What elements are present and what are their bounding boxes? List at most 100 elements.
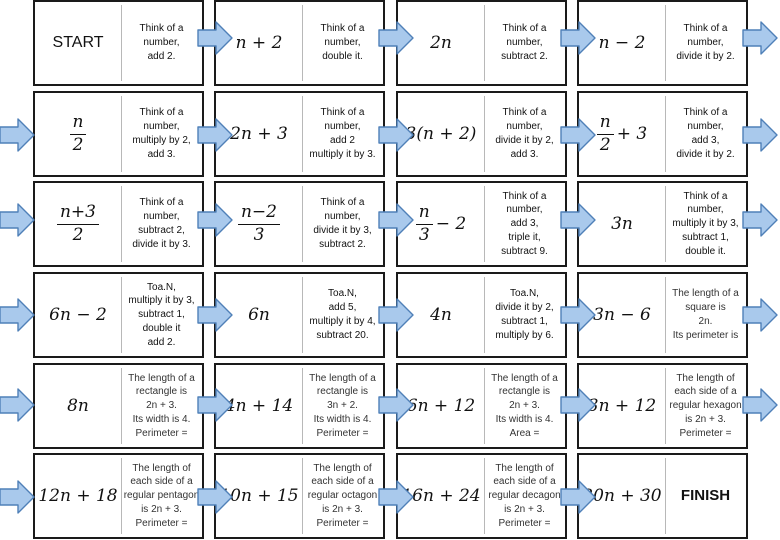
card-divider (484, 458, 485, 534)
card-divider (302, 277, 303, 353)
card-expression: 3n + 12 (579, 365, 665, 447)
card-divider (121, 96, 122, 172)
fraction-bar (596, 133, 614, 135)
right-arrow-icon (378, 298, 414, 332)
card-expression: 3n − 6 (579, 274, 665, 356)
card-divider (484, 368, 485, 444)
right-arrow-icon (378, 480, 414, 514)
card-divider (665, 368, 666, 444)
right-arrow-icon (742, 203, 778, 237)
card-divider (121, 368, 122, 444)
expression-text: START (52, 34, 104, 51)
fraction-suffix: − 2 (435, 214, 467, 234)
fraction-numerator: n (418, 201, 430, 222)
expression-text: 2n + 3 (230, 124, 288, 144)
card-divider (302, 96, 303, 172)
card-expression: 4n (398, 274, 484, 356)
card-divider (665, 96, 666, 172)
expression-text: 10n + 15 (219, 486, 299, 506)
right-arrow-icon (560, 388, 596, 422)
right-arrow-icon (378, 21, 414, 55)
right-arrow-icon (742, 21, 778, 55)
card-divider (665, 5, 666, 81)
card-instruction: Think of a number, divide it by 2. (676, 23, 735, 62)
card-instruction: Think of a number, add 3, triple it, sub… (501, 190, 548, 257)
right-arrow-icon (560, 298, 596, 332)
right-arrow-icon (742, 388, 778, 422)
card-instruction: The length of a rectangle is 3n + 2. Its… (309, 372, 376, 439)
fraction-bar (415, 223, 433, 225)
card-instruction: The length of each side of a regular pen… (123, 462, 200, 529)
card-divider (302, 368, 303, 444)
expression-text: 12n + 18 (38, 486, 118, 506)
right-arrow-icon (378, 388, 414, 422)
right-arrow-icon (560, 21, 596, 55)
card-instruction: Think of a number, subtract 2, divide it… (132, 197, 191, 250)
expression-text: 4n (430, 305, 452, 325)
expression-text: 2n (430, 33, 452, 53)
card-instruction: Think of a number, add 2 multiply it by … (309, 107, 376, 160)
card-instruction: The length of a rectangle is 2n + 3. Its… (128, 372, 195, 439)
right-arrow-icon (197, 118, 233, 152)
expression-text: n − 2 (598, 33, 646, 53)
expression-text: 3(n + 2) (405, 124, 477, 144)
fraction-bar (237, 223, 280, 225)
card-expression: 4n + 14 (216, 365, 302, 447)
right-arrow-icon (560, 480, 596, 514)
fraction-denominator: 2 (72, 134, 84, 155)
expression-text: 6n (248, 305, 270, 325)
right-arrow-icon (560, 203, 596, 237)
card-divider (121, 458, 122, 534)
card-instruction: Think of a number, add 2. (139, 23, 184, 62)
card-instruction: Think of a number, add 3, divide it by 2… (676, 107, 735, 160)
card-expression: 3(n + 2) (398, 93, 484, 175)
card-expression: START (35, 2, 121, 84)
card-expression: 16n + 24 (398, 455, 484, 537)
right-arrow-icon (0, 480, 35, 514)
card-divider (665, 277, 666, 353)
fraction-suffix: + 3 (616, 124, 648, 144)
card-divider (484, 186, 485, 262)
card-divider (484, 5, 485, 81)
card-expression: n − 2 (579, 2, 665, 84)
fraction-denominator: 3 (253, 224, 265, 245)
card-instruction: Think of a number, divide it by 3, subtr… (313, 197, 372, 250)
card-divider (484, 96, 485, 172)
card-instruction: Think of a number, double it. (320, 23, 365, 62)
fraction-denominator: 2 (72, 224, 84, 245)
card-instruction: Toa.N, multiply it by 3, subtract 1, dou… (128, 281, 195, 348)
right-arrow-icon (197, 21, 233, 55)
card-divider (302, 458, 303, 534)
card-instruction: The length of each side of a regular hex… (669, 372, 742, 439)
card-expression: 10n + 15 (216, 455, 302, 537)
card-divider (484, 277, 485, 353)
expression-text: 16n + 24 (401, 486, 481, 506)
card-instruction: Think of a number, multiply by 2, add 3. (132, 107, 191, 160)
right-arrow-icon (0, 298, 35, 332)
card-expression: 20n + 30 (579, 455, 665, 537)
right-arrow-icon (560, 118, 596, 152)
card-instruction: Think of a number, multiply it by 3, sub… (672, 190, 739, 257)
right-arrow-icon (0, 118, 35, 152)
